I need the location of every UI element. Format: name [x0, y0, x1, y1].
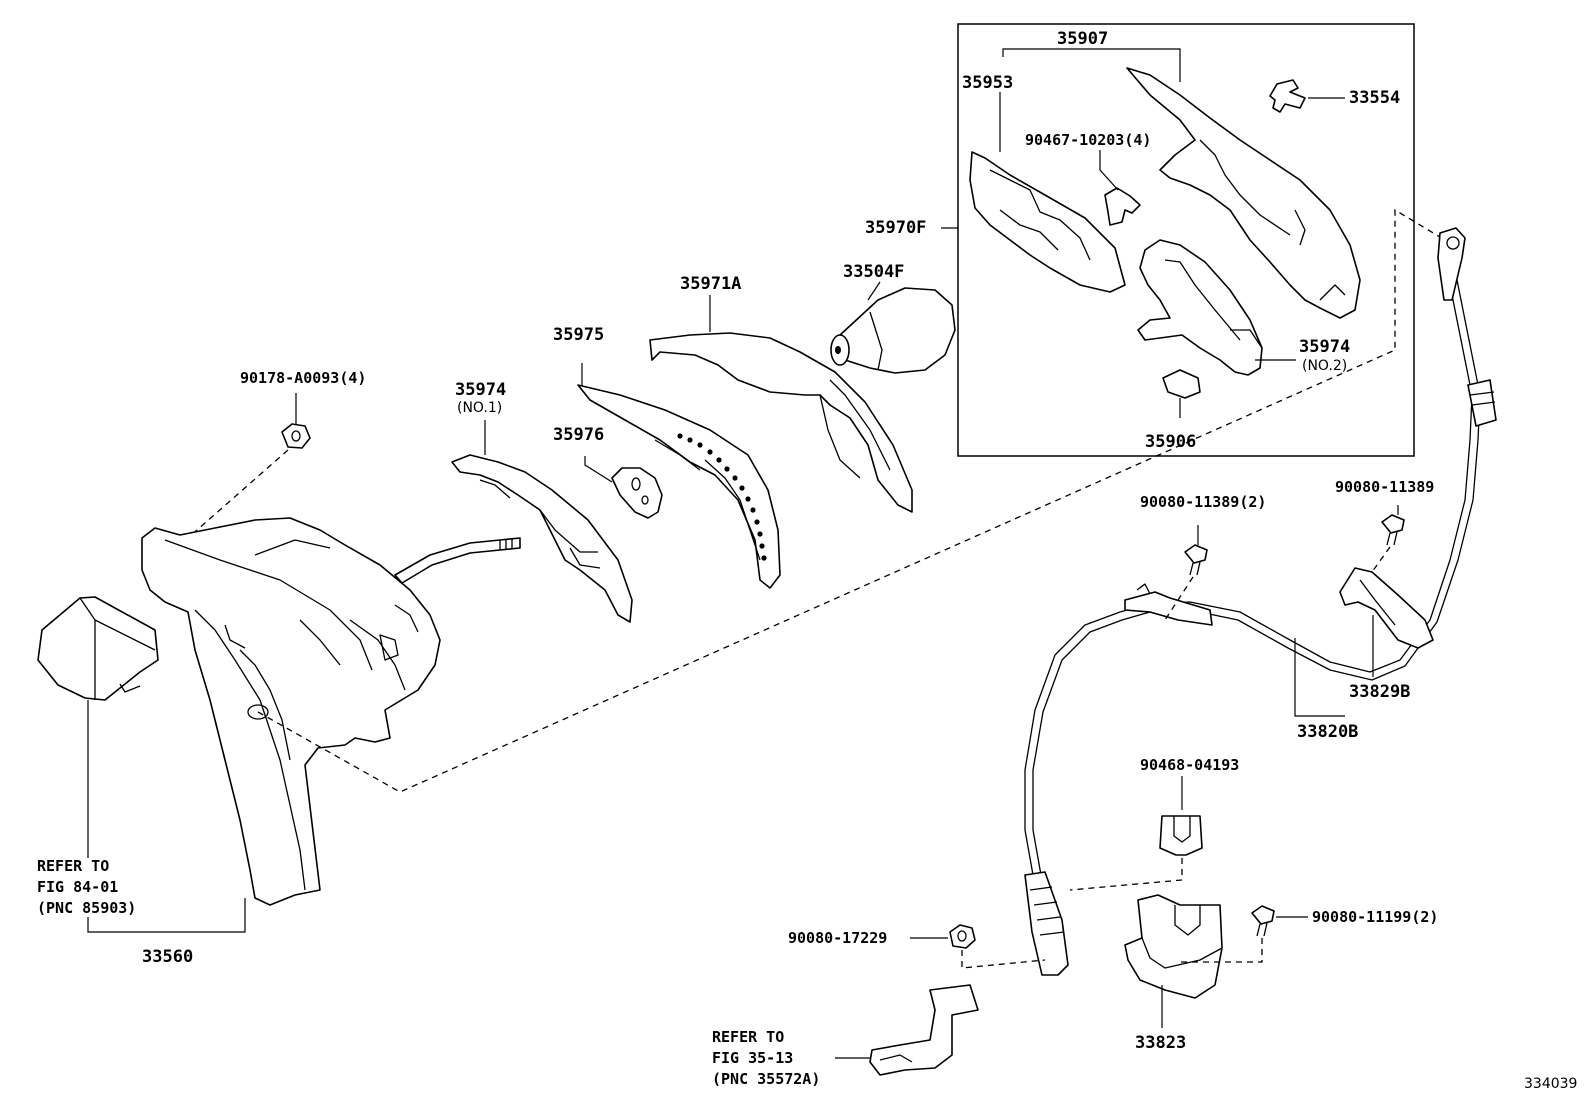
label-35976: 35976 — [553, 425, 604, 445]
label-33560: 33560 — [142, 947, 193, 967]
label-90080-11389-2: 90080-11389(2) — [1140, 493, 1266, 511]
part-35974-no1-shape — [451, 454, 633, 623]
label-90080-11389: 90080-11389 — [1335, 478, 1434, 496]
part-90178-nut-shape — [281, 423, 311, 449]
refer2-line2: FIG 35-13 — [712, 1049, 793, 1067]
refer1-line2: FIG 84-01 — [37, 878, 118, 896]
dash-lever-to-cable — [257, 208, 1446, 793]
part-90080-11389-2-bolt-shape — [1184, 544, 1208, 576]
part-90467-shape — [1104, 187, 1141, 226]
part-35975-shape — [577, 384, 781, 589]
part-35906-shape — [1162, 369, 1201, 399]
label-35974-no2-sub: (NO.2) — [1302, 358, 1347, 374]
part-33820B-cable-shape — [1024, 227, 1497, 976]
dash-nut2 — [961, 950, 1046, 969]
figure-id: 334039 — [1524, 1076, 1577, 1092]
part-33504F-knob-shape — [830, 287, 956, 374]
dash-clip — [1069, 858, 1183, 891]
part-35572A-shape — [869, 984, 979, 1076]
inset-box — [957, 23, 1415, 457]
label-33820B: 33820B — [1297, 722, 1358, 742]
part-35976-shape — [611, 467, 663, 519]
leader-35976 — [584, 456, 613, 483]
part-85903-shape — [37, 596, 159, 701]
label-33504F: 33504F — [843, 262, 904, 282]
label-35974-no1-sub: (NO.1) — [457, 400, 502, 416]
part-90080-17229-nut-shape — [949, 924, 976, 949]
refer2-line3: (PNC 35572A) — [712, 1070, 820, 1088]
label-35953: 35953 — [962, 73, 1013, 93]
part-33829B-shape — [1339, 567, 1434, 649]
part-33560-rod-shape — [394, 537, 521, 584]
dash-bolt2 — [1371, 546, 1391, 573]
part-90080-11389-bolt-shape — [1381, 514, 1405, 546]
dash-bolt1 — [1164, 576, 1194, 621]
leader-33504F — [867, 281, 881, 301]
label-90178: 90178-A0093(4) — [240, 369, 366, 387]
dash-bolt3 — [1180, 938, 1263, 963]
label-90467: 90467-10203(4) — [1025, 131, 1151, 149]
part-90080-11199-bolt-shape — [1251, 905, 1275, 937]
label-33829B: 33829B — [1349, 682, 1410, 702]
part-33560-base-shape — [141, 517, 441, 906]
leader-35907 — [1002, 48, 1181, 82]
label-90468: 90468-04193 — [1140, 756, 1239, 774]
label-33823: 33823 — [1135, 1033, 1186, 1053]
part-35974-no2-shape — [1137, 239, 1263, 376]
part-35971A-shape — [649, 332, 913, 513]
label-35974-no2: 35974 — [1299, 337, 1350, 357]
label-35907: 35907 — [1057, 29, 1108, 49]
refer2-line1: REFER TO — [712, 1028, 784, 1046]
leader-33820B — [1294, 638, 1345, 717]
label-35970F: 35970F — [865, 218, 926, 238]
label-33554: 33554 — [1349, 88, 1400, 108]
label-35975: 35975 — [553, 325, 604, 345]
label-35971A: 35971A — [680, 274, 741, 294]
refer1-line3: (PNC 85903) — [37, 899, 136, 917]
leader-33560 — [87, 898, 246, 933]
label-35974-no1: 35974 — [455, 380, 506, 400]
part-33823-shape — [1124, 894, 1223, 999]
label-35906: 35906 — [1145, 432, 1196, 452]
part-35953-shape — [969, 151, 1126, 293]
label-90080-11199: 90080-11199(2) — [1312, 908, 1438, 926]
dash-nut-to-base — [179, 449, 289, 546]
refer1-line1: REFER TO — [37, 857, 109, 875]
part-90468-clip-shape — [1159, 815, 1203, 856]
leader-90467 — [1099, 150, 1119, 191]
part-35907-right-shape — [1126, 67, 1361, 319]
part-33554-shape — [1269, 79, 1306, 113]
label-90080-17229: 90080-17229 — [788, 929, 887, 947]
gate-teeth — [677, 433, 767, 561]
